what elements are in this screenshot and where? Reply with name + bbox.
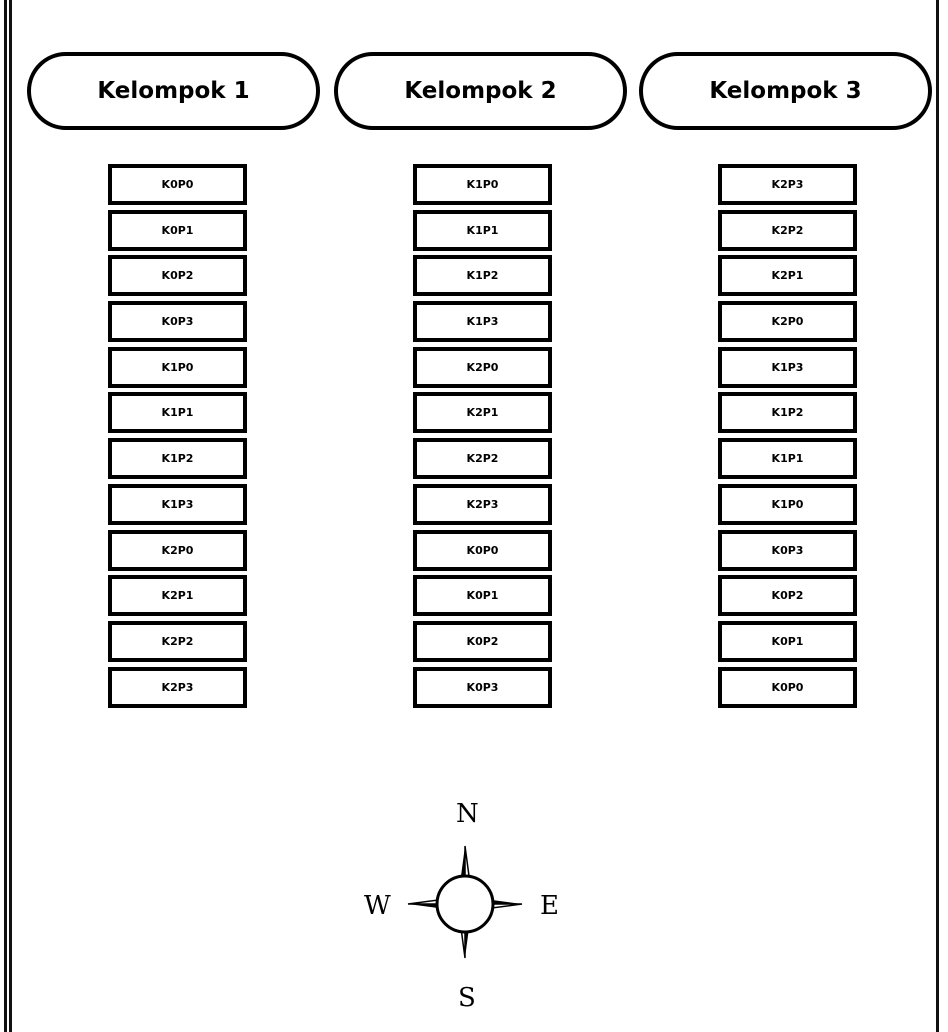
group-3-item: K1P1 — [718, 438, 857, 480]
group-1-list: K0P0 K0P1 K0P2 K0P3 K1P0 K1P1 K1P2 K1P3 … — [108, 164, 247, 712]
group-3-item: K1P0 — [718, 483, 857, 525]
group-1-item: K0P3 — [108, 301, 247, 343]
compass-rose-icon: N S E W — [364, 799, 559, 1013]
group-2-item: K2P0 — [413, 346, 552, 388]
left-frame-border — [4, 0, 12, 1032]
compass-west-label: W — [364, 891, 391, 921]
group-2-item: K0P3 — [413, 666, 552, 708]
group-3-item: K2P0 — [718, 301, 857, 343]
group-3-item: K1P2 — [718, 392, 857, 434]
group-2-item: K0P1 — [413, 575, 552, 617]
group-1-item: K1P3 — [108, 483, 247, 525]
group-3-item: K2P1 — [718, 255, 857, 297]
group-2-header: Kelompok 2 — [334, 52, 627, 130]
group-1-item: K0P0 — [108, 164, 247, 205]
group-3-item: K0P3 — [718, 529, 857, 571]
group-1-item: K1P2 — [108, 438, 247, 480]
group-1-item: K2P1 — [108, 575, 247, 617]
group-3-header: Kelompok 3 — [639, 52, 932, 130]
group-1-item: K2P3 — [108, 666, 247, 708]
group-1-item: K0P2 — [108, 255, 247, 297]
group-2-item: K0P0 — [413, 529, 552, 571]
group-1-item: K2P2 — [108, 620, 247, 662]
group-2-item: K1P1 — [413, 209, 552, 251]
compass-south-label: S — [458, 983, 476, 1013]
group-1-item: K1P0 — [108, 346, 247, 388]
compass-east-label: E — [540, 891, 559, 921]
group-3-item: K2P2 — [718, 209, 857, 251]
group-1-item: K1P1 — [108, 392, 247, 434]
group-2-item: K2P2 — [413, 438, 552, 480]
group-2-item: K2P1 — [413, 392, 552, 434]
group-1-item: K2P0 — [108, 529, 247, 571]
group-3-item: K2P3 — [718, 164, 857, 205]
compass-north-label: N — [456, 799, 479, 829]
group-2-item: K0P2 — [413, 620, 552, 662]
group-3-item: K0P1 — [718, 620, 857, 662]
group-2-item: K2P3 — [413, 483, 552, 525]
group-3-list: K2P3 K2P2 K2P1 K2P0 K1P3 K1P2 K1P1 K1P0 … — [718, 164, 857, 712]
group-3-item: K0P2 — [718, 575, 857, 617]
group-2-item: K1P3 — [413, 301, 552, 343]
group-2-item: K1P0 — [413, 164, 552, 205]
group-1-header: Kelompok 1 — [27, 52, 320, 130]
group-2-item: K1P2 — [413, 255, 552, 297]
group-1-item: K0P1 — [108, 209, 247, 251]
right-frame-border — [936, 0, 939, 1032]
group-2-list: K1P0 K1P1 K1P2 K1P3 K2P0 K2P1 K2P2 K2P3 … — [413, 164, 552, 712]
group-3-item: K0P0 — [718, 666, 857, 708]
group-3-item: K1P3 — [718, 346, 857, 388]
